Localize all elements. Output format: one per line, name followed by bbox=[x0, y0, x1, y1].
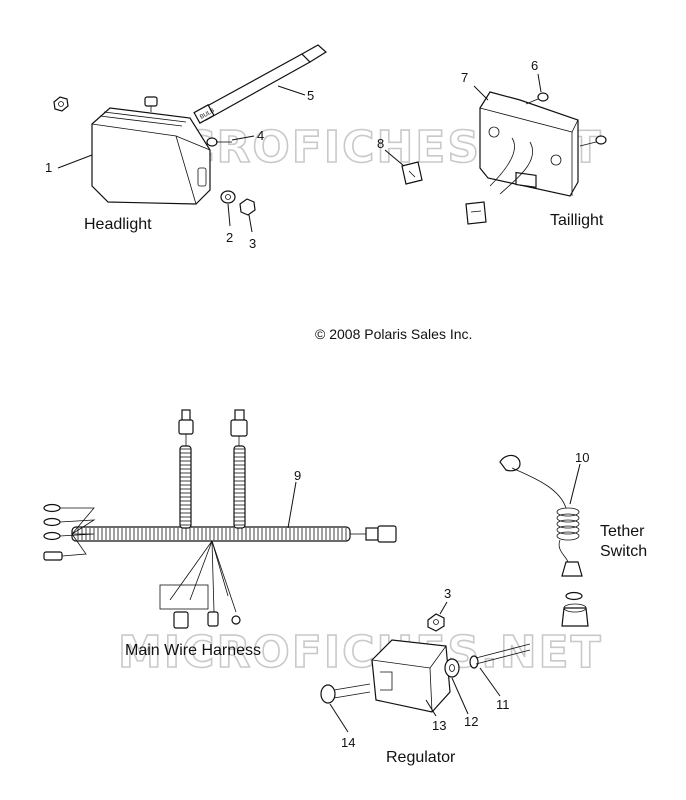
screw-icon bbox=[537, 92, 549, 102]
regulator-assembly bbox=[320, 601, 531, 733]
taillight-assembly bbox=[384, 73, 607, 225]
nut-icon bbox=[239, 198, 256, 216]
section-label-tether-line1: Tether bbox=[600, 523, 645, 540]
bulb-icon bbox=[197, 53, 311, 121]
regulator-body bbox=[371, 639, 451, 713]
clip-icon bbox=[465, 201, 487, 225]
callout-number: 4 bbox=[257, 128, 264, 143]
section-label-harness: Main Wire Harness bbox=[125, 642, 261, 659]
screw-icon bbox=[595, 135, 607, 145]
section-label-tether-line2: Switch bbox=[600, 543, 647, 560]
section-label-headlight: Headlight bbox=[84, 216, 152, 233]
bolt-icon bbox=[320, 684, 336, 704]
callout-number: 5 bbox=[307, 88, 314, 103]
screw-icon bbox=[206, 137, 218, 147]
callout-number: 8 bbox=[377, 136, 384, 151]
callout-number: 10 bbox=[575, 450, 589, 465]
bolt-icon bbox=[144, 96, 158, 107]
callout-number: 3 bbox=[444, 586, 451, 601]
callout-number: 13 bbox=[432, 718, 446, 733]
nut-icon bbox=[427, 613, 445, 632]
callout-number: 2 bbox=[226, 230, 233, 245]
main-wire-harness bbox=[43, 409, 397, 629]
callout-number: 14 bbox=[341, 735, 355, 750]
tether-switch bbox=[499, 454, 589, 627]
nut-icon bbox=[53, 96, 69, 112]
clip-icon bbox=[401, 161, 423, 185]
callout-number: 7 bbox=[461, 70, 468, 85]
headlight-assembly: BULB bbox=[53, 44, 328, 233]
section-label-regulator: Regulator bbox=[386, 749, 456, 766]
callout-number: 9 bbox=[294, 468, 301, 483]
callout-number: 12 bbox=[464, 714, 478, 729]
section-label-taillight: Taillight bbox=[550, 212, 604, 229]
callout-number: 3 bbox=[249, 236, 256, 251]
washer-icon bbox=[444, 658, 460, 678]
headlight-housing bbox=[91, 107, 211, 205]
copyright-text: © 2008 Polaris Sales Inc. bbox=[315, 326, 472, 342]
callout-number: 6 bbox=[531, 58, 538, 73]
callout-number: 11 bbox=[496, 697, 510, 712]
washer-icon bbox=[220, 190, 236, 204]
callout-number: 1 bbox=[45, 160, 52, 175]
